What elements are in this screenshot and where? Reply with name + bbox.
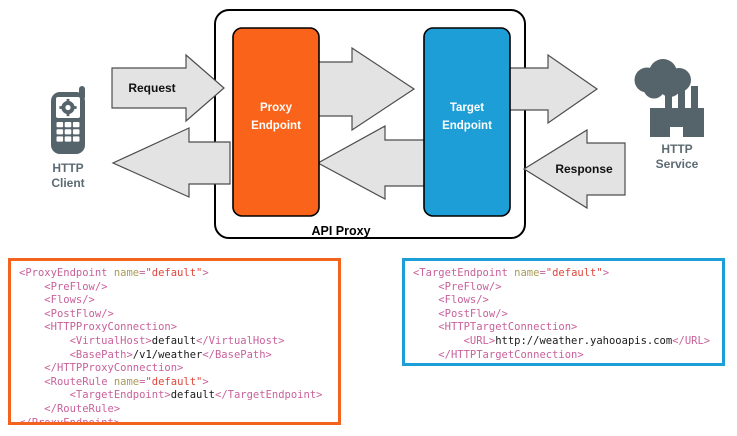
api-proxy-diagram: Proxy Endpoint Target Endpoint API Proxy… [51, 9, 704, 239]
code-line: <PreFlow/> [438, 280, 502, 293]
code-line: <PostFlow/> [44, 307, 114, 320]
code-line: <Flows/> [438, 294, 489, 307]
cloud-factory-icon [634, 59, 704, 137]
http-client-label-line2: Client [51, 176, 84, 190]
response-arrow-label: Response [555, 162, 613, 176]
request-arrow [111, 53, 225, 123]
response-arrow [522, 128, 626, 210]
code-line: <HTTPTargetConnection> [438, 321, 578, 334]
target-endpoint-xml-panel[interactable]: <TargetEndpoint name="default"> <PreFlow… [402, 258, 725, 366]
code-line: <RouteRule name="default"> [44, 375, 209, 388]
code-line: <BasePath>/v1/weather</BasePath> [69, 348, 272, 361]
proxy-endpoint-label-line2: Endpoint [251, 120, 301, 132]
target-to-service-arrow [507, 53, 599, 125]
mobile-phone-icon [51, 86, 85, 154]
api-proxy-caption: API Proxy [311, 224, 370, 238]
proxy-to-client-arrow [111, 127, 231, 198]
code-line: <ProxyEndpoint name="default"> [19, 267, 209, 279]
proxy-endpoint-label-line1: Proxy [260, 102, 293, 114]
code-line: <TargetEndpoint name="default"> [413, 267, 610, 279]
code-line: </HTTPTargetConnection> [438, 348, 584, 361]
code-line: <URL>http://weather.yahooapis.com</URL> [463, 334, 711, 347]
target-endpoint-box[interactable] [423, 27, 511, 217]
http-client-label-line1: HTTP [52, 161, 83, 175]
target-endpoint-label-line2: Endpoint [442, 120, 492, 132]
proxy-endpoint-xml-panel[interactable]: <ProxyEndpoint name="default"> <PreFlow/… [8, 258, 341, 425]
code-line: <HTTPProxyConnection> [44, 321, 178, 334]
code-line: <Flows/> [44, 294, 95, 307]
request-arrow-label: Request [128, 81, 175, 95]
code-line: <TargetEndpoint>default</TargetEndpoint> [69, 389, 323, 402]
http-service-label-line1: HTTP [661, 142, 692, 156]
code-line: <PreFlow/> [44, 280, 108, 293]
code-line: </TargetEndpoint> [413, 362, 722, 363]
code-line: </HTTPProxyConnection> [44, 362, 184, 375]
code-line: </RouteRule> [44, 402, 121, 415]
target-endpoint-label-line1: Target [450, 102, 484, 114]
http-service-label-line2: Service [656, 157, 699, 171]
code-line: <PostFlow/> [438, 307, 508, 320]
proxy-endpoint-box[interactable] [232, 27, 320, 217]
code-line: </ProxyEndpoint> [19, 416, 121, 425]
code-line: <VirtualHost>default</VirtualHost> [69, 334, 285, 347]
